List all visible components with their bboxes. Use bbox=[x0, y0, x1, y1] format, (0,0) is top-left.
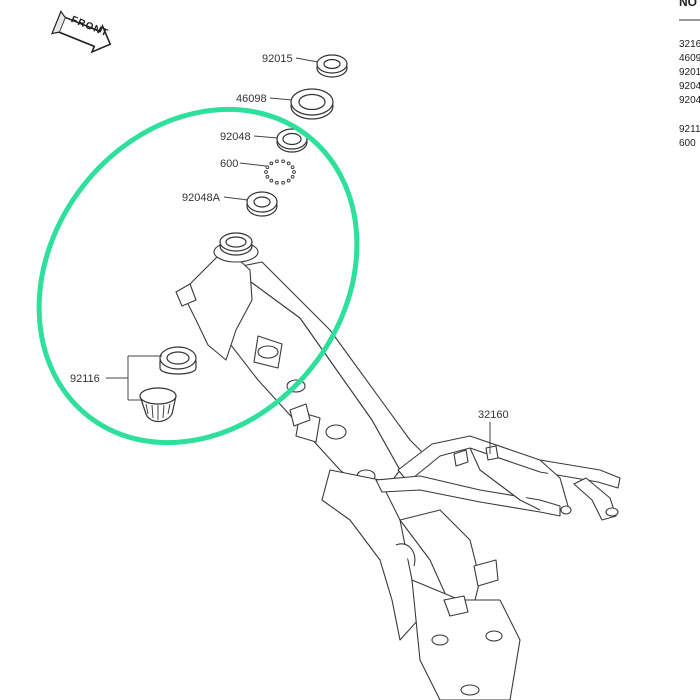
notes-line-2: 4609 bbox=[679, 53, 700, 64]
callout-46098: 46098 bbox=[236, 93, 293, 105]
steel-ball bbox=[269, 161, 274, 166]
callout-32160: 32160 bbox=[478, 409, 509, 454]
part-92048-seal[interactable] bbox=[276, 128, 308, 153]
callout-92116: 92116 bbox=[70, 355, 162, 401]
steel-ball bbox=[281, 180, 285, 185]
steel-ball bbox=[290, 174, 295, 179]
steel-ball bbox=[269, 178, 274, 183]
notes-line-6: 9211 bbox=[679, 124, 700, 135]
notes-line-3: 9201 bbox=[679, 67, 700, 78]
notes-heading: NO bbox=[679, 0, 697, 9]
callout-label-32160: 32160 bbox=[478, 409, 509, 421]
callout-92048A: 92048A bbox=[182, 192, 249, 204]
callout-label-92015: 92015 bbox=[262, 53, 293, 65]
steel-ball bbox=[265, 165, 270, 170]
callout-92015: 92015 bbox=[262, 53, 319, 65]
steel-ball bbox=[290, 165, 295, 170]
steel-ball bbox=[275, 159, 279, 164]
notes-line-4: 9204 bbox=[679, 81, 700, 92]
callout-label-92116: 92116 bbox=[70, 373, 100, 385]
steel-ball bbox=[275, 180, 279, 185]
notes-panel: NO 3216 4609 9201 9204 9204 9211 600 bbox=[679, 0, 700, 149]
callout-label-92048A: 92048A bbox=[182, 192, 221, 204]
frame-assembly bbox=[175, 241, 621, 700]
callout-92048: 92048 bbox=[220, 131, 279, 143]
callout-600: 600 bbox=[220, 158, 267, 170]
part-92015-nut[interactable] bbox=[316, 54, 348, 78]
part-head-race-upper[interactable] bbox=[219, 232, 253, 256]
steel-ball bbox=[265, 174, 270, 179]
front-arrow-icon bbox=[50, 10, 112, 54]
notes-line-7: 600 bbox=[679, 138, 696, 149]
highlight-ellipse bbox=[36, 106, 360, 446]
part-46098-washer[interactable] bbox=[290, 88, 334, 120]
steel-ball bbox=[281, 159, 285, 164]
callout-label-46098: 46098 bbox=[236, 93, 267, 105]
part-92048A-seal[interactable] bbox=[246, 191, 278, 217]
notes-line-1: 3216 bbox=[679, 39, 700, 50]
steel-ball bbox=[264, 170, 268, 174]
part-600-balls[interactable] bbox=[264, 159, 296, 185]
steel-ball bbox=[286, 178, 291, 183]
front-badge: FRONT bbox=[50, 10, 112, 54]
notes-line-5: 9204 bbox=[679, 95, 700, 106]
callout-label-600: 600 bbox=[220, 158, 238, 170]
steel-ball bbox=[286, 161, 291, 166]
callout-label-92048: 92048 bbox=[220, 131, 251, 143]
part-92116-bearing[interactable] bbox=[139, 346, 197, 423]
steel-ball bbox=[292, 170, 296, 174]
